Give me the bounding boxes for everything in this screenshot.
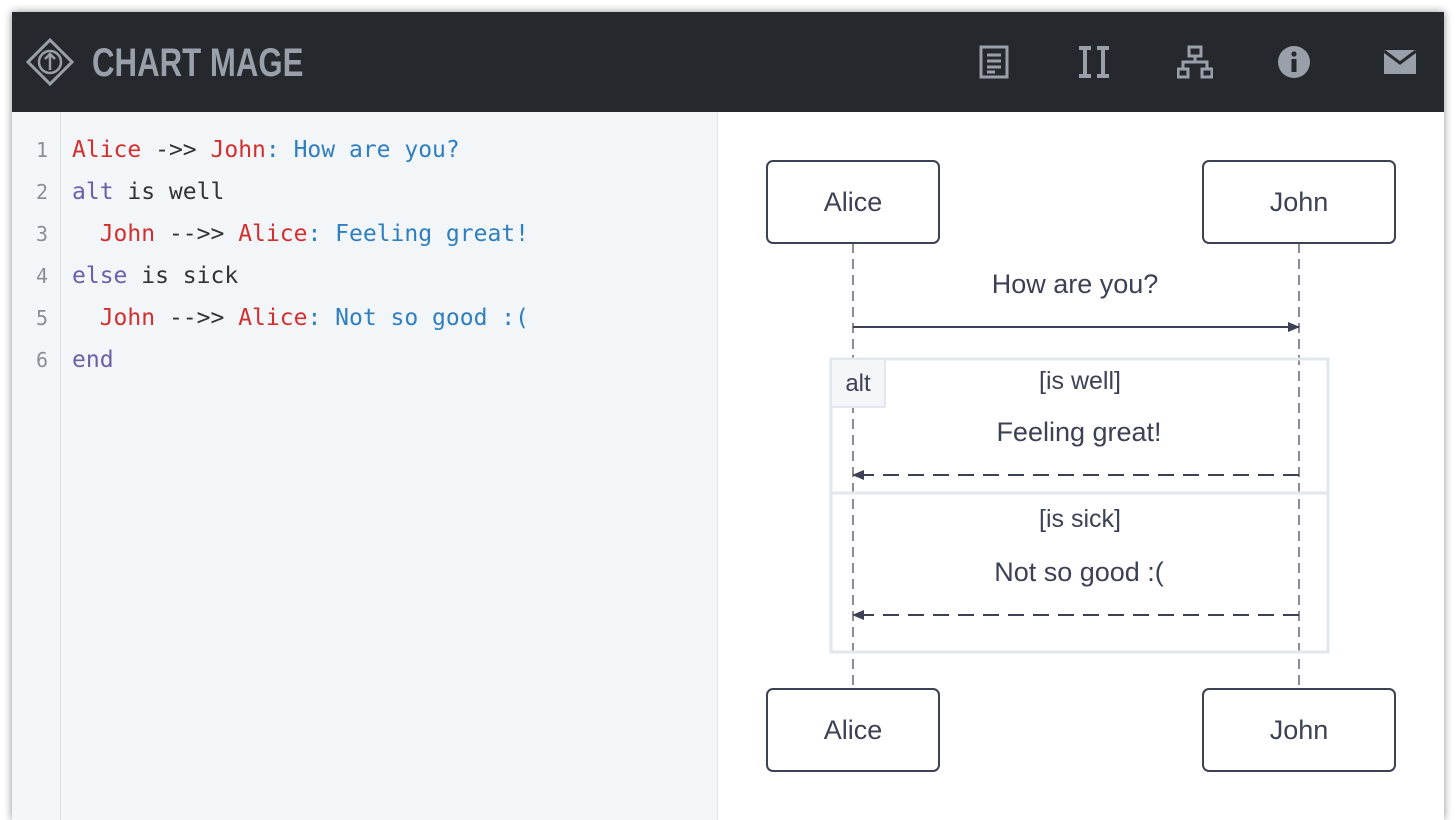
actor-token: Alice (238, 221, 308, 247)
sitemap-icon[interactable] (1175, 42, 1215, 82)
line-number: 4 (35, 264, 48, 288)
sequence-diagram: alt [is well] [is sick] How are you? Fee… (766, 160, 1396, 772)
app-title: CHART MAGE (92, 41, 304, 85)
condition-label: [is sick] (1039, 505, 1121, 533)
code-line[interactable]: Alice ->> John: How are you? (72, 129, 460, 171)
code-editor[interactable]: 1 2 3 4 5 6 Alice ->> John: How are you?… (12, 112, 718, 820)
condition-token: is well (113, 179, 225, 205)
message-token: : Feeling great! (307, 221, 529, 247)
info-icon[interactable] (1274, 42, 1314, 82)
condition-token: is sick (127, 263, 239, 289)
participant-label: John (1270, 715, 1329, 745)
arrow-token: ->> (141, 137, 211, 163)
message-label: Not so good :( (994, 557, 1164, 587)
line-number: 6 (35, 348, 48, 372)
diagram-preview: alt [is well] [is sick] How are you? Fee… (718, 112, 1444, 820)
participant-label: Alice (824, 187, 883, 217)
message-token: : How are you? (265, 137, 460, 163)
mail-icon[interactable] (1380, 42, 1420, 82)
line-number: 5 (35, 306, 48, 330)
code-line[interactable]: John -->> Alice: Feeling great! (72, 213, 529, 255)
participant-label: John (1270, 187, 1329, 217)
actor-token: Alice (72, 137, 142, 163)
keyword-token: end (72, 347, 114, 373)
code-line[interactable]: alt is well (72, 171, 224, 213)
participant-box (1202, 160, 1396, 244)
arrow-token: -->> (155, 221, 239, 247)
keyword-token: else (72, 263, 128, 289)
actor-token: John (210, 137, 266, 163)
logo-icon (26, 38, 74, 86)
actor-token: Alice (238, 305, 308, 331)
participant-box (766, 688, 940, 772)
arrow-token: -->> (155, 305, 239, 331)
actor-token: John (72, 221, 156, 247)
message-label: How are you? (992, 269, 1159, 299)
participant-label: Alice (824, 715, 883, 745)
app-window: CHART MAGE (12, 12, 1444, 820)
line-number: 2 (35, 180, 48, 204)
participant-box (766, 160, 940, 244)
line-number-gutter: 1 2 3 4 5 6 (12, 112, 61, 820)
keyword-token: alt (72, 179, 114, 205)
code-line[interactable]: John -->> Alice: Not so good :( (72, 297, 529, 339)
code-line[interactable]: else is sick (72, 255, 238, 297)
columns-icon[interactable] (1074, 42, 1114, 82)
line-number: 3 (35, 222, 48, 246)
participant-box (1202, 688, 1396, 772)
code-line[interactable]: end (72, 339, 114, 381)
alt-label-box (830, 358, 886, 408)
alt-label: alt (845, 370, 871, 397)
condition-label: [is well] (1039, 367, 1121, 395)
line-number: 1 (35, 138, 48, 162)
message-label: Feeling great! (996, 417, 1161, 447)
document-icon[interactable] (974, 42, 1014, 82)
actor-token: John (72, 305, 156, 331)
top-bar: CHART MAGE (12, 12, 1444, 112)
message-token: : Not so good :( (307, 305, 529, 331)
alt-frame (829, 357, 1330, 654)
